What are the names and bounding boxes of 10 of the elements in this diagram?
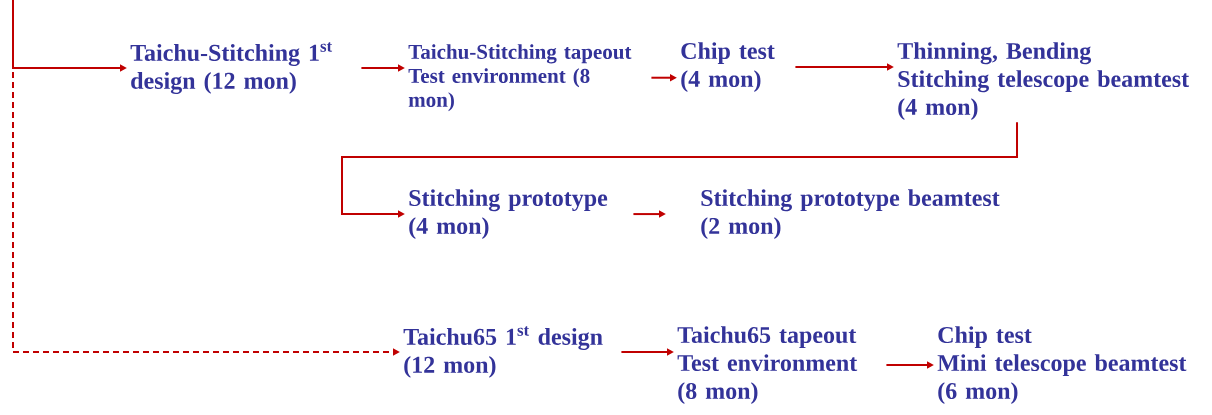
task-text: Stitching prototype beamtest (2 mon) <box>701 189 1000 239</box>
task-text: Chip test Mini telescope beamtest (6 mon) <box>937 326 1187 404</box>
task-text: Chip test (4 mon) <box>681 42 775 92</box>
arrow <box>341 121 1018 218</box>
task-text: Taichu-Stitching 1$^{st}$ design (12 mon) <box>130 42 333 94</box>
task-text: Stitching prototype (4 mon) <box>409 189 608 239</box>
task-text: Taichu65 tapeout Test environment (8 mon) <box>677 326 858 404</box>
task-text: Taichu-Stitching tapeout Test environment (8 mon) <box>408 44 632 112</box>
task-text: Taichu65 1$^{st}$ design (12 mon) <box>403 326 603 378</box>
task-text: Thinning, Bending Stitching telescope beamtest (4 mon) <box>897 42 1190 120</box>
